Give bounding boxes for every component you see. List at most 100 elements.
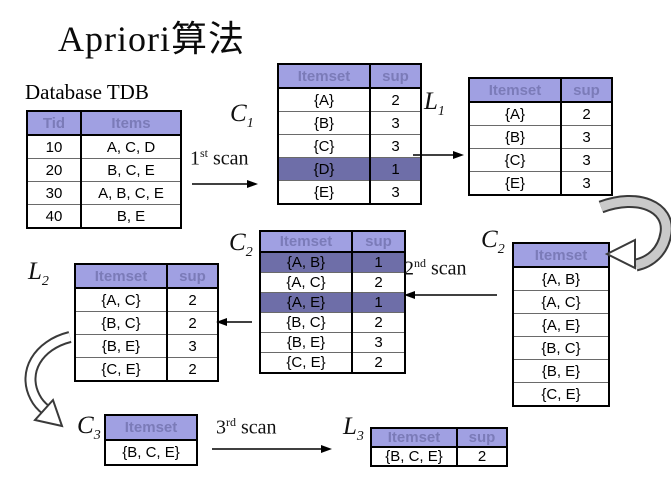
table-row: {A, C}2: [260, 272, 405, 293]
label-l2: L2: [28, 258, 49, 289]
cell: B, E: [80, 204, 181, 228]
cell: {C, E}: [513, 382, 609, 406]
cell: {C, E}: [75, 357, 167, 381]
cell: {B, C}: [260, 312, 352, 333]
cell: {A}: [278, 88, 370, 112]
c2-candidates-table: Itemset{A, B}{A, C}{A, E}{B, C}{B, E}{C,…: [512, 242, 610, 407]
label-c2-candidates: C2: [481, 226, 505, 257]
cell: 2: [166, 311, 218, 335]
column-header: Itemset: [469, 78, 561, 103]
scan2-arrow: [404, 291, 497, 299]
cell: {C, E}: [260, 352, 352, 373]
cell: 2: [351, 312, 405, 333]
header-row: Itemset: [105, 415, 197, 441]
cell: {B, E}: [513, 359, 609, 383]
c3-table: Itemset{B, C, E}: [104, 414, 198, 466]
table-row: {A, B}: [513, 267, 609, 291]
scan1-arrow: [192, 180, 258, 188]
label-c1: C1: [230, 100, 254, 131]
cell: {D}: [278, 157, 370, 181]
cell: 2: [351, 352, 405, 373]
curved-arrow-l1-to-c2: [598, 194, 671, 272]
cell: 2: [560, 102, 612, 126]
table-row: {E}3: [278, 180, 421, 204]
cell: {B, C, E}: [105, 440, 197, 465]
cell: {B, C, E}: [371, 447, 457, 466]
cell: {A, E}: [260, 292, 352, 313]
column-header: Items: [80, 111, 181, 136]
cell: 3: [351, 332, 405, 353]
table-row: {B, C}2: [260, 312, 405, 333]
cell: {B, C}: [513, 336, 609, 360]
column-header: Itemset: [278, 64, 370, 89]
cell: 3: [369, 111, 421, 135]
table-row: {C, E}2: [75, 357, 218, 381]
table-row: {A, E}: [513, 313, 609, 337]
table-row: {C}3: [278, 134, 421, 158]
table-row: {C, E}: [513, 382, 609, 406]
label-c3: C3: [77, 412, 101, 443]
table-row: {B, C, E}2: [371, 447, 507, 466]
database-tdb-label: Database TDB: [25, 80, 149, 104]
slide-title: Apriori算法: [58, 19, 245, 59]
cell: 1: [369, 157, 421, 181]
table-row: {B, E}: [513, 359, 609, 383]
cell: {A, B}: [513, 267, 609, 291]
table-row: {C}3: [469, 148, 612, 172]
column-header: Itemset: [513, 243, 609, 268]
cell: {A, E}: [513, 313, 609, 337]
scan3-label: 3rd scan: [216, 415, 277, 439]
header-row: Itemset: [513, 243, 609, 268]
table-row: {A, E}1: [260, 292, 405, 313]
table-row: {B, E}3: [75, 334, 218, 358]
scan2-label: 2nd scan: [404, 256, 467, 280]
cell: 2: [369, 88, 421, 112]
scan3-arrow: [212, 445, 332, 453]
scan1-label: 1st scan: [190, 146, 249, 170]
table-row: {B}3: [469, 125, 612, 149]
cell: {A, C}: [260, 272, 352, 293]
table-row: {A, C}: [513, 290, 609, 314]
c2-to-l2-arrow: [216, 318, 252, 326]
table-row: {B, C, E}: [105, 440, 197, 465]
column-header: sup: [166, 264, 218, 289]
table-row: {D}1: [278, 157, 421, 181]
cell: {A, C}: [75, 288, 167, 312]
column-header: Itemset: [105, 415, 197, 441]
cell: 1: [351, 292, 405, 313]
table-row: {E}3: [469, 171, 612, 195]
table-row: {A}2: [278, 88, 421, 112]
cell: 2: [351, 272, 405, 293]
label-c2-counted: C2: [229, 229, 253, 260]
curved-arrow-l2-to-c3: [24, 331, 72, 428]
table-row: {A, B}1: [260, 252, 405, 273]
column-header: Itemset: [371, 428, 457, 448]
cell: 3: [369, 180, 421, 204]
table-row: {B}3: [278, 111, 421, 135]
column-header: Itemset: [75, 264, 167, 289]
table-row: {B, C}: [513, 336, 609, 360]
c3-table-grid: Itemset{B, C, E}: [104, 414, 198, 466]
cell: 3: [166, 334, 218, 358]
label-l1: L1: [424, 88, 445, 119]
table-row: {A, C}2: [75, 288, 218, 312]
cell: {A, B}: [260, 252, 352, 273]
cell: {C}: [469, 148, 561, 172]
cell: {A, C}: [513, 290, 609, 314]
cell: 2: [166, 288, 218, 312]
